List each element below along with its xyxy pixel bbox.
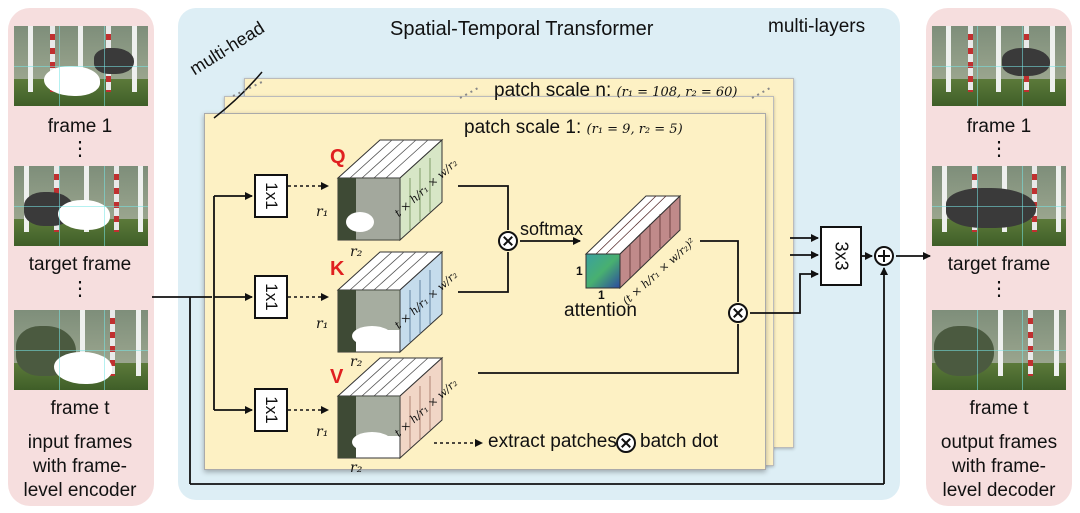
transformer-title: Spatial-Temporal Transformer: [390, 18, 654, 40]
attention-label: attention: [564, 300, 637, 321]
input-caption-line-2: with frame-: [33, 456, 127, 477]
input-frame-1-label: frame 1: [47, 116, 113, 137]
output-target-frame: [932, 166, 1066, 246]
sheet-dots-right: [751, 87, 771, 99]
output-caption-line-1: output frames: [940, 432, 1058, 453]
conv1x1-v: 1x1: [254, 388, 288, 432]
multi-head-bracket: [213, 71, 263, 119]
attention-one-bottom: 1: [598, 288, 605, 302]
v-r2: r₂: [350, 460, 363, 476]
attention-one-left: 1: [576, 264, 583, 278]
output-caption-line-3: level decoder: [942, 480, 1056, 501]
q-label: Q: [330, 146, 346, 168]
output-target-frame-label: target frame: [947, 254, 1051, 275]
batch-dot-qk-icon: [498, 231, 518, 251]
legend-batch-dot-icon: [616, 433, 636, 453]
output-frame-t-label: frame t: [969, 398, 1029, 419]
patch-scale-1-label: patch scale 1: (r₁ = 9, r₂ = 5): [464, 117, 683, 138]
input-target-frame-label: target frame: [28, 254, 132, 275]
input-frame-t-label: frame t: [50, 398, 110, 419]
multi-layers-label: multi-layers: [768, 16, 866, 37]
softmax-label: softmax: [520, 219, 584, 239]
output-frame-1-label: frame 1: [966, 116, 1032, 137]
residual-add-icon: [874, 246, 894, 266]
output-caption-line-2: with frame-: [952, 456, 1046, 477]
attention-cube: [584, 194, 682, 290]
conv1x1-q: 1x1: [254, 174, 288, 218]
conv3x3: 3x3: [820, 226, 862, 286]
v-label: V: [330, 366, 344, 388]
v-patch-stack: [336, 356, 444, 460]
k-to-mult: [458, 252, 509, 293]
output-frame-t: [932, 310, 1066, 390]
input-ellipsis-2: ⋮: [70, 278, 90, 300]
q-patch-stack: [336, 138, 444, 242]
legend-batch-dot-label: batch dot: [640, 431, 719, 452]
k-patch-stack: [336, 250, 444, 354]
v-r1: r₁: [316, 424, 329, 440]
q-to-mult: [458, 185, 509, 230]
output-ellipsis-2: ⋮: [989, 278, 1009, 300]
k-r2: r₂: [350, 354, 363, 370]
output-ellipsis-1: ⋮: [989, 138, 1009, 160]
q-r1: r₁: [316, 204, 329, 220]
out-arrow-1: [750, 270, 819, 314]
input-frame-1: [14, 26, 148, 106]
legend-extract-label: extract patches: [488, 431, 617, 452]
attention-to-mult: [700, 240, 739, 302]
batch-dot-av-icon: [728, 303, 748, 323]
patch-scale-n-label: patch scale n: (r₁ = 108, r₂ = 60): [494, 80, 738, 101]
sheet-dots-left: [459, 87, 479, 99]
conv1x1-k: 1x1: [254, 275, 288, 319]
q-r2: r₂: [350, 244, 363, 260]
output-frame-1: [932, 26, 1066, 106]
input-target-frame: [14, 166, 148, 246]
input-caption-line-3: level encoder: [23, 480, 137, 501]
k-r1: r₁: [316, 316, 329, 332]
k-label: K: [330, 258, 345, 280]
input-caption-line-1: input frames: [27, 432, 133, 453]
input-ellipsis-1: ⋮: [70, 138, 90, 160]
input-frame-t: [14, 310, 148, 390]
v-to-mult: [478, 324, 739, 374]
